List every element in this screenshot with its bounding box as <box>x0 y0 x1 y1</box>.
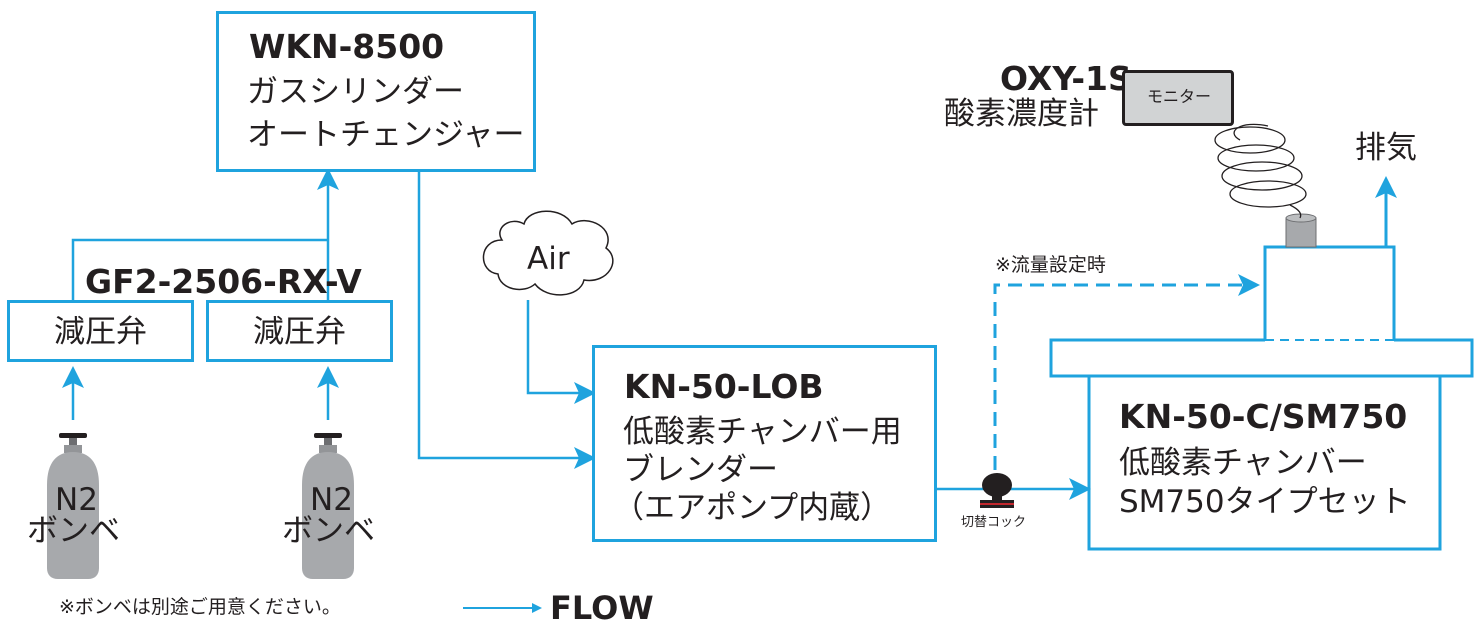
chamber-model: KN-50-C/SM750 <box>1119 397 1408 436</box>
flow-arrow-dashed-flow-setting <box>993 274 1260 470</box>
air-cloud-icon <box>482 210 614 296</box>
legend-flow-label: FLOW <box>550 589 654 627</box>
cylinder-2-label-line2: ボンベ <box>282 513 375 549</box>
cylinder-1-label-line1: N2 <box>55 482 98 518</box>
oxygen-meter-label: 酸素濃度計 <box>944 96 1099 132</box>
n2-cylinder-icon-1 <box>47 433 99 579</box>
coiled-cable-icon <box>1214 123 1307 219</box>
flow-arrow-autochanger-to-blender <box>417 172 596 469</box>
autochanger-line2: オートチェンジャー <box>247 117 525 153</box>
monitor-device: モニター <box>1122 70 1234 126</box>
blender-line3: （エアポンプ内蔵） <box>613 490 892 526</box>
chamber-line1: 低酸素チャンバー <box>1119 445 1367 481</box>
blender-line1: 低酸素チャンバー用 <box>623 414 902 450</box>
blender-line2: ブレンダー <box>623 452 778 488</box>
flow-line-regulator1-manifold <box>71 238 328 300</box>
regulator-box-1: 減圧弁 <box>7 300 194 362</box>
cylinder-note: ※ボンベは別途ご用意ください。 <box>59 596 341 618</box>
chamber-rim-outline <box>1049 338 1474 378</box>
chamber-line2: SM750タイプセット <box>1119 484 1411 520</box>
chamber-top-outline <box>1263 245 1396 340</box>
regulator-box-2: 減圧弁 <box>206 300 393 362</box>
flow-setting-note: ※流量設定時 <box>995 254 1106 276</box>
chamber-base-outline <box>1087 376 1442 551</box>
regulator-label: 減圧弁 <box>54 314 147 350</box>
regulator-label: 減圧弁 <box>253 314 346 350</box>
switch-cock-valve-icon <box>980 473 1014 508</box>
autochanger-box: WKN-8500 ガスシリンダー オートチェンジャー <box>216 11 536 172</box>
blender-box: KN-50-LOB 低酸素チャンバー用 ブレンダー （エアポンプ内蔵） <box>592 345 937 542</box>
exhaust-label: 排気 <box>1355 130 1417 166</box>
sensor-port-icon <box>1285 217 1317 248</box>
cylinder-2-label-line1: N2 <box>310 482 353 518</box>
blender-model: KN-50-LOB <box>624 367 824 406</box>
regulator-model: GF2-2506-RX-V <box>85 262 362 301</box>
autochanger-model: WKN-8500 <box>249 27 445 66</box>
flow-arrow-air-to-blender <box>526 300 596 404</box>
air-label: Air <box>527 241 570 277</box>
autochanger-line1: ガスシリンダー <box>247 74 464 110</box>
switch-cock-label: 切替コック <box>961 515 1027 530</box>
n2-cylinder-icon-2 <box>302 433 354 579</box>
cylinder-1-label-line2: ボンベ <box>27 513 120 549</box>
oxygen-meter-model: OXY-1S <box>1000 59 1132 98</box>
monitor-label: モニター <box>1147 87 1212 106</box>
